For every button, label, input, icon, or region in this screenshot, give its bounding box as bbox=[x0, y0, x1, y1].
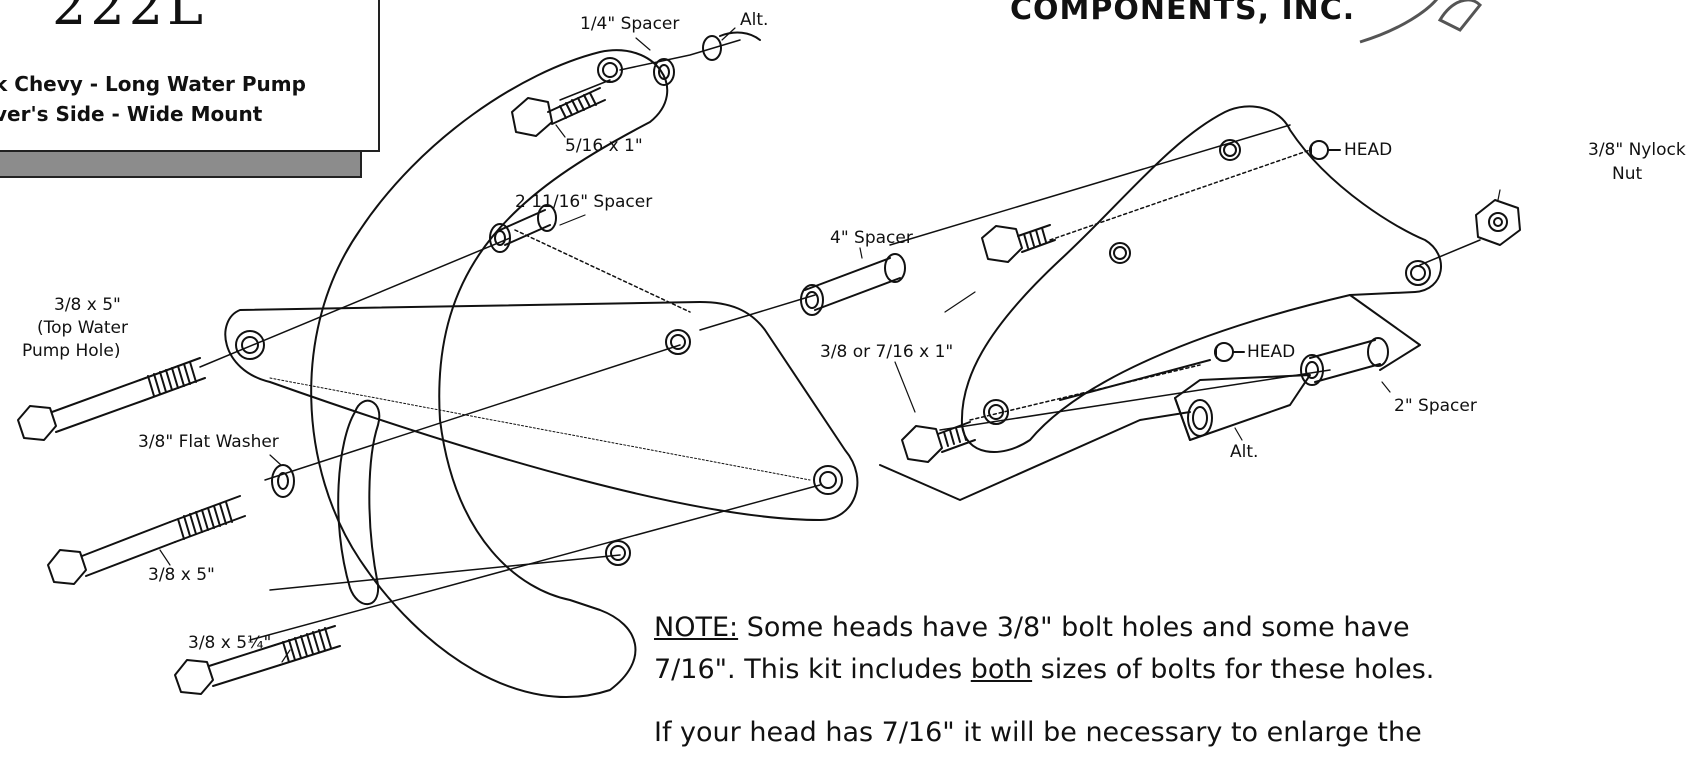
curved-bracket bbox=[310, 49, 669, 699]
note-line-2-a: 7/16". This kit includes bbox=[654, 654, 971, 685]
note-prefix: NOTE: bbox=[654, 612, 739, 643]
slot bbox=[337, 399, 381, 606]
main-plate bbox=[224, 301, 859, 521]
label-head-top: HEAD bbox=[1344, 140, 1393, 160]
label-nylock-line1: 3/8" Nylock bbox=[1588, 140, 1686, 160]
note-line-2: 7/16". This kit includes both sizes of b… bbox=[654, 654, 1434, 685]
title-line-1: k Chevy - Long Water Pump bbox=[0, 72, 306, 96]
label-head-bolts: 3/8 or 7/16 x 1" bbox=[820, 342, 954, 362]
label-2-spacer: 2" Spacer bbox=[1394, 396, 1477, 416]
title-block: 222L k Chevy - Long Water Pump ver's Sid… bbox=[0, 0, 380, 152]
label-bottom-bolt: 3/8 x 5¼" bbox=[188, 633, 272, 653]
title-block-shadow bbox=[0, 150, 362, 178]
label-quarter-spacer: 1/4" Spacer bbox=[580, 14, 680, 34]
label-top-bolt-line2: (Top Water bbox=[37, 318, 128, 338]
label-mid-bolt: 3/8 x 5" bbox=[148, 565, 215, 585]
note-line-3: If your head has 7/16" it will be necess… bbox=[654, 717, 1422, 748]
adjuster-bracket bbox=[960, 105, 1442, 453]
note-line-2-c: sizes of bolts for these holes. bbox=[1032, 654, 1435, 685]
label-top-bolt-line3: Pump Hole) bbox=[22, 341, 121, 361]
label-head-mid: HEAD bbox=[1247, 342, 1296, 362]
label-4-spacer: 4" Spacer bbox=[830, 228, 913, 248]
label-top-bolt-line1: 3/8 x 5" bbox=[54, 295, 121, 315]
note-line-1-text: Some heads have 3/8" bolt holes and some… bbox=[738, 612, 1410, 643]
part-number: 222L bbox=[52, 0, 207, 37]
label-2-11-16-spacer: 2 11/16" Spacer bbox=[515, 192, 653, 212]
company-name: COMPONENTS, INC. bbox=[1010, 0, 1356, 27]
note-line-2-emphasis: both bbox=[970, 654, 1033, 685]
label-nylock-line2: Nut bbox=[1612, 164, 1643, 184]
label-flat-washer: 3/8" Flat Washer bbox=[138, 432, 279, 452]
title-line-2: ver's Side - Wide Mount bbox=[0, 102, 263, 126]
label-alt-top: Alt. bbox=[740, 10, 769, 30]
label-alt-bottom: Alt. bbox=[1230, 442, 1259, 462]
note-line-1: NOTE: Some heads have 3/8" bolt holes an… bbox=[654, 612, 1410, 643]
label-5-16-bolt: 5/16 x 1" bbox=[565, 136, 643, 156]
